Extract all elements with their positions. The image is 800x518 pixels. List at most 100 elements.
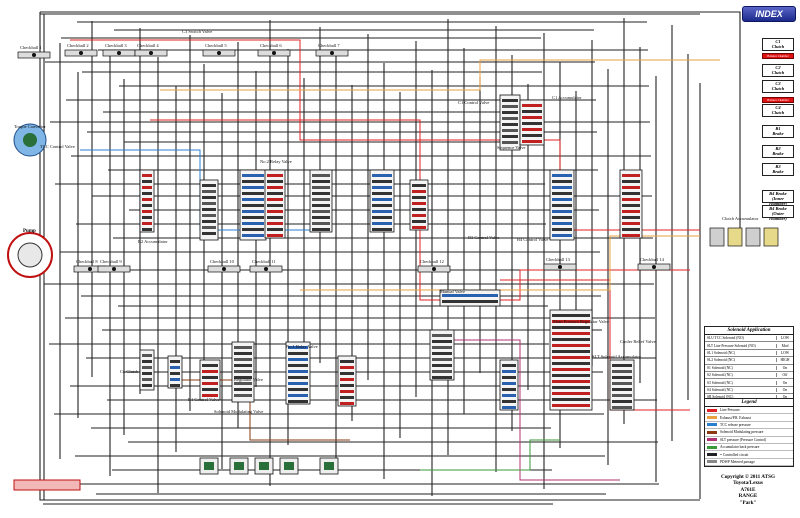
index-button[interactable]: INDEX bbox=[742, 6, 796, 22]
control-element-9: B4 Brake(Outer chamber) bbox=[762, 205, 794, 221]
valve-spool-land bbox=[312, 198, 330, 201]
regulator-label: Regulator Valve bbox=[234, 377, 264, 382]
tcc-control-label: TCC Control Valve bbox=[40, 144, 75, 149]
valve-spool-land bbox=[412, 226, 426, 229]
valve-spool-land bbox=[502, 135, 518, 138]
valve-spool-land bbox=[502, 111, 518, 114]
solenoid-row: SLU TCC Solenoid (NO)LOW bbox=[705, 335, 793, 343]
checkball-label: Checkball 10 bbox=[210, 259, 234, 264]
valve-spool-land bbox=[412, 214, 426, 217]
valve-spool-land bbox=[170, 366, 180, 369]
legend-swatch bbox=[707, 438, 717, 442]
valve-spool-land bbox=[432, 376, 452, 379]
solenoid-name: SLU TCC Solenoid (NO) bbox=[707, 336, 744, 341]
valve-spool-land bbox=[288, 364, 308, 367]
valve-spool-land bbox=[612, 406, 632, 409]
colored-circuit-line bbox=[160, 59, 720, 91]
legend-swatch bbox=[707, 408, 717, 412]
solenoid-state: On bbox=[776, 380, 793, 385]
legend-item: Line Pressure bbox=[705, 407, 793, 415]
valve-spool-land bbox=[242, 210, 264, 213]
checkball bbox=[149, 51, 153, 55]
valve-spool-land bbox=[502, 123, 518, 126]
solenoid-application-table: Solenoid Application SLU TCC Solenoid (N… bbox=[704, 326, 794, 403]
valve-spool-land bbox=[522, 122, 542, 125]
valve-spool-land bbox=[522, 128, 542, 131]
valve-spool-land bbox=[242, 192, 264, 195]
valve-spool-land bbox=[312, 228, 330, 231]
checkball bbox=[558, 265, 562, 269]
valve-spool-land bbox=[502, 388, 516, 391]
control-sublabel: Clutch bbox=[771, 110, 785, 115]
servo-piston bbox=[324, 462, 334, 470]
valve-spool-land bbox=[372, 204, 392, 207]
valve-spool-land bbox=[202, 220, 216, 223]
colored-circuit-line bbox=[500, 279, 690, 411]
valve-spool-land bbox=[288, 388, 308, 391]
no2-relay-label: No.2 Relay Valve bbox=[260, 159, 292, 164]
b4-control-label: B4 Control Valve bbox=[517, 237, 549, 242]
valve-spool-land bbox=[242, 204, 264, 207]
valve-spool-land bbox=[502, 370, 516, 373]
balance-chamber-tag: Balance Chamber bbox=[762, 53, 794, 59]
main-pressure-label: Main Pressure Regulator Valve bbox=[553, 319, 610, 324]
legend-item: SLT pressure (Pressure Control) bbox=[705, 437, 793, 444]
checkball bbox=[222, 267, 226, 271]
valve-spool-land bbox=[340, 360, 354, 363]
valve-spool-land bbox=[622, 234, 640, 237]
valve-spool-land bbox=[552, 392, 590, 395]
valve-spool-land bbox=[502, 400, 516, 403]
control-element-8: B4 Brake(Inner chamber) bbox=[762, 190, 794, 206]
valve-spool-land bbox=[267, 216, 283, 219]
valve-spool-land bbox=[432, 340, 452, 343]
valve-spool-land bbox=[312, 210, 330, 213]
servo-piston bbox=[284, 462, 294, 470]
valve-spool-land bbox=[622, 204, 640, 207]
checkball bbox=[88, 267, 92, 271]
valve-spool-land bbox=[142, 378, 152, 381]
solenoid-row: S2 Solenoid (NC)Off bbox=[705, 372, 793, 380]
valve-spool-land bbox=[622, 222, 640, 225]
valve-spool-land bbox=[312, 180, 330, 183]
valve-spool-land bbox=[142, 366, 152, 369]
copyright-text: Copyright © 2011 ATSG bbox=[720, 474, 776, 480]
valve-spool-land bbox=[170, 372, 180, 375]
servo-piston bbox=[234, 462, 244, 470]
range-label: RANGE bbox=[738, 493, 758, 500]
valve-spool-land bbox=[234, 376, 252, 379]
valve-spool-land bbox=[142, 192, 152, 195]
checkball bbox=[652, 265, 656, 269]
control-label: B1 bbox=[775, 126, 781, 131]
valve-spool-land bbox=[522, 140, 542, 143]
solenoid-row: S1 Solenoid (NC)On bbox=[705, 365, 793, 372]
valve-spool-land bbox=[502, 141, 518, 144]
servo-piston bbox=[259, 462, 269, 470]
valve-spool-land bbox=[622, 180, 640, 183]
legend-label: = Controlled circuit bbox=[720, 452, 749, 457]
colored-circuit-line bbox=[440, 339, 620, 481]
valve-spool-land bbox=[288, 370, 308, 373]
valve-spool-land bbox=[267, 180, 283, 183]
legend-item: = Controlled circuit bbox=[705, 451, 793, 459]
valve-spool-land bbox=[242, 186, 264, 189]
valve-spool-land bbox=[612, 394, 632, 397]
accumulator-piston bbox=[763, 227, 779, 247]
sequence-label: Sequence Valve bbox=[497, 145, 526, 150]
control-sublabel: Brake bbox=[772, 131, 784, 136]
b1-control-label: B1 Control Valve bbox=[188, 397, 220, 402]
valve-spool-land bbox=[288, 382, 308, 385]
valve-spool-land bbox=[372, 174, 392, 177]
valve-spool-land bbox=[612, 382, 632, 385]
legend-swatch bbox=[707, 416, 717, 420]
valve-spool-land bbox=[622, 216, 640, 219]
valve-spool-land bbox=[242, 198, 264, 201]
solenoid-name: S1 Solenoid (NC) bbox=[707, 365, 733, 370]
colored-circuit-line bbox=[420, 439, 560, 471]
valve-spool-land bbox=[522, 116, 542, 119]
valve-spool-land bbox=[312, 222, 330, 225]
valve-spool-land bbox=[202, 376, 218, 379]
control-label: C3 bbox=[775, 81, 781, 86]
valve-spool-land bbox=[552, 210, 572, 213]
